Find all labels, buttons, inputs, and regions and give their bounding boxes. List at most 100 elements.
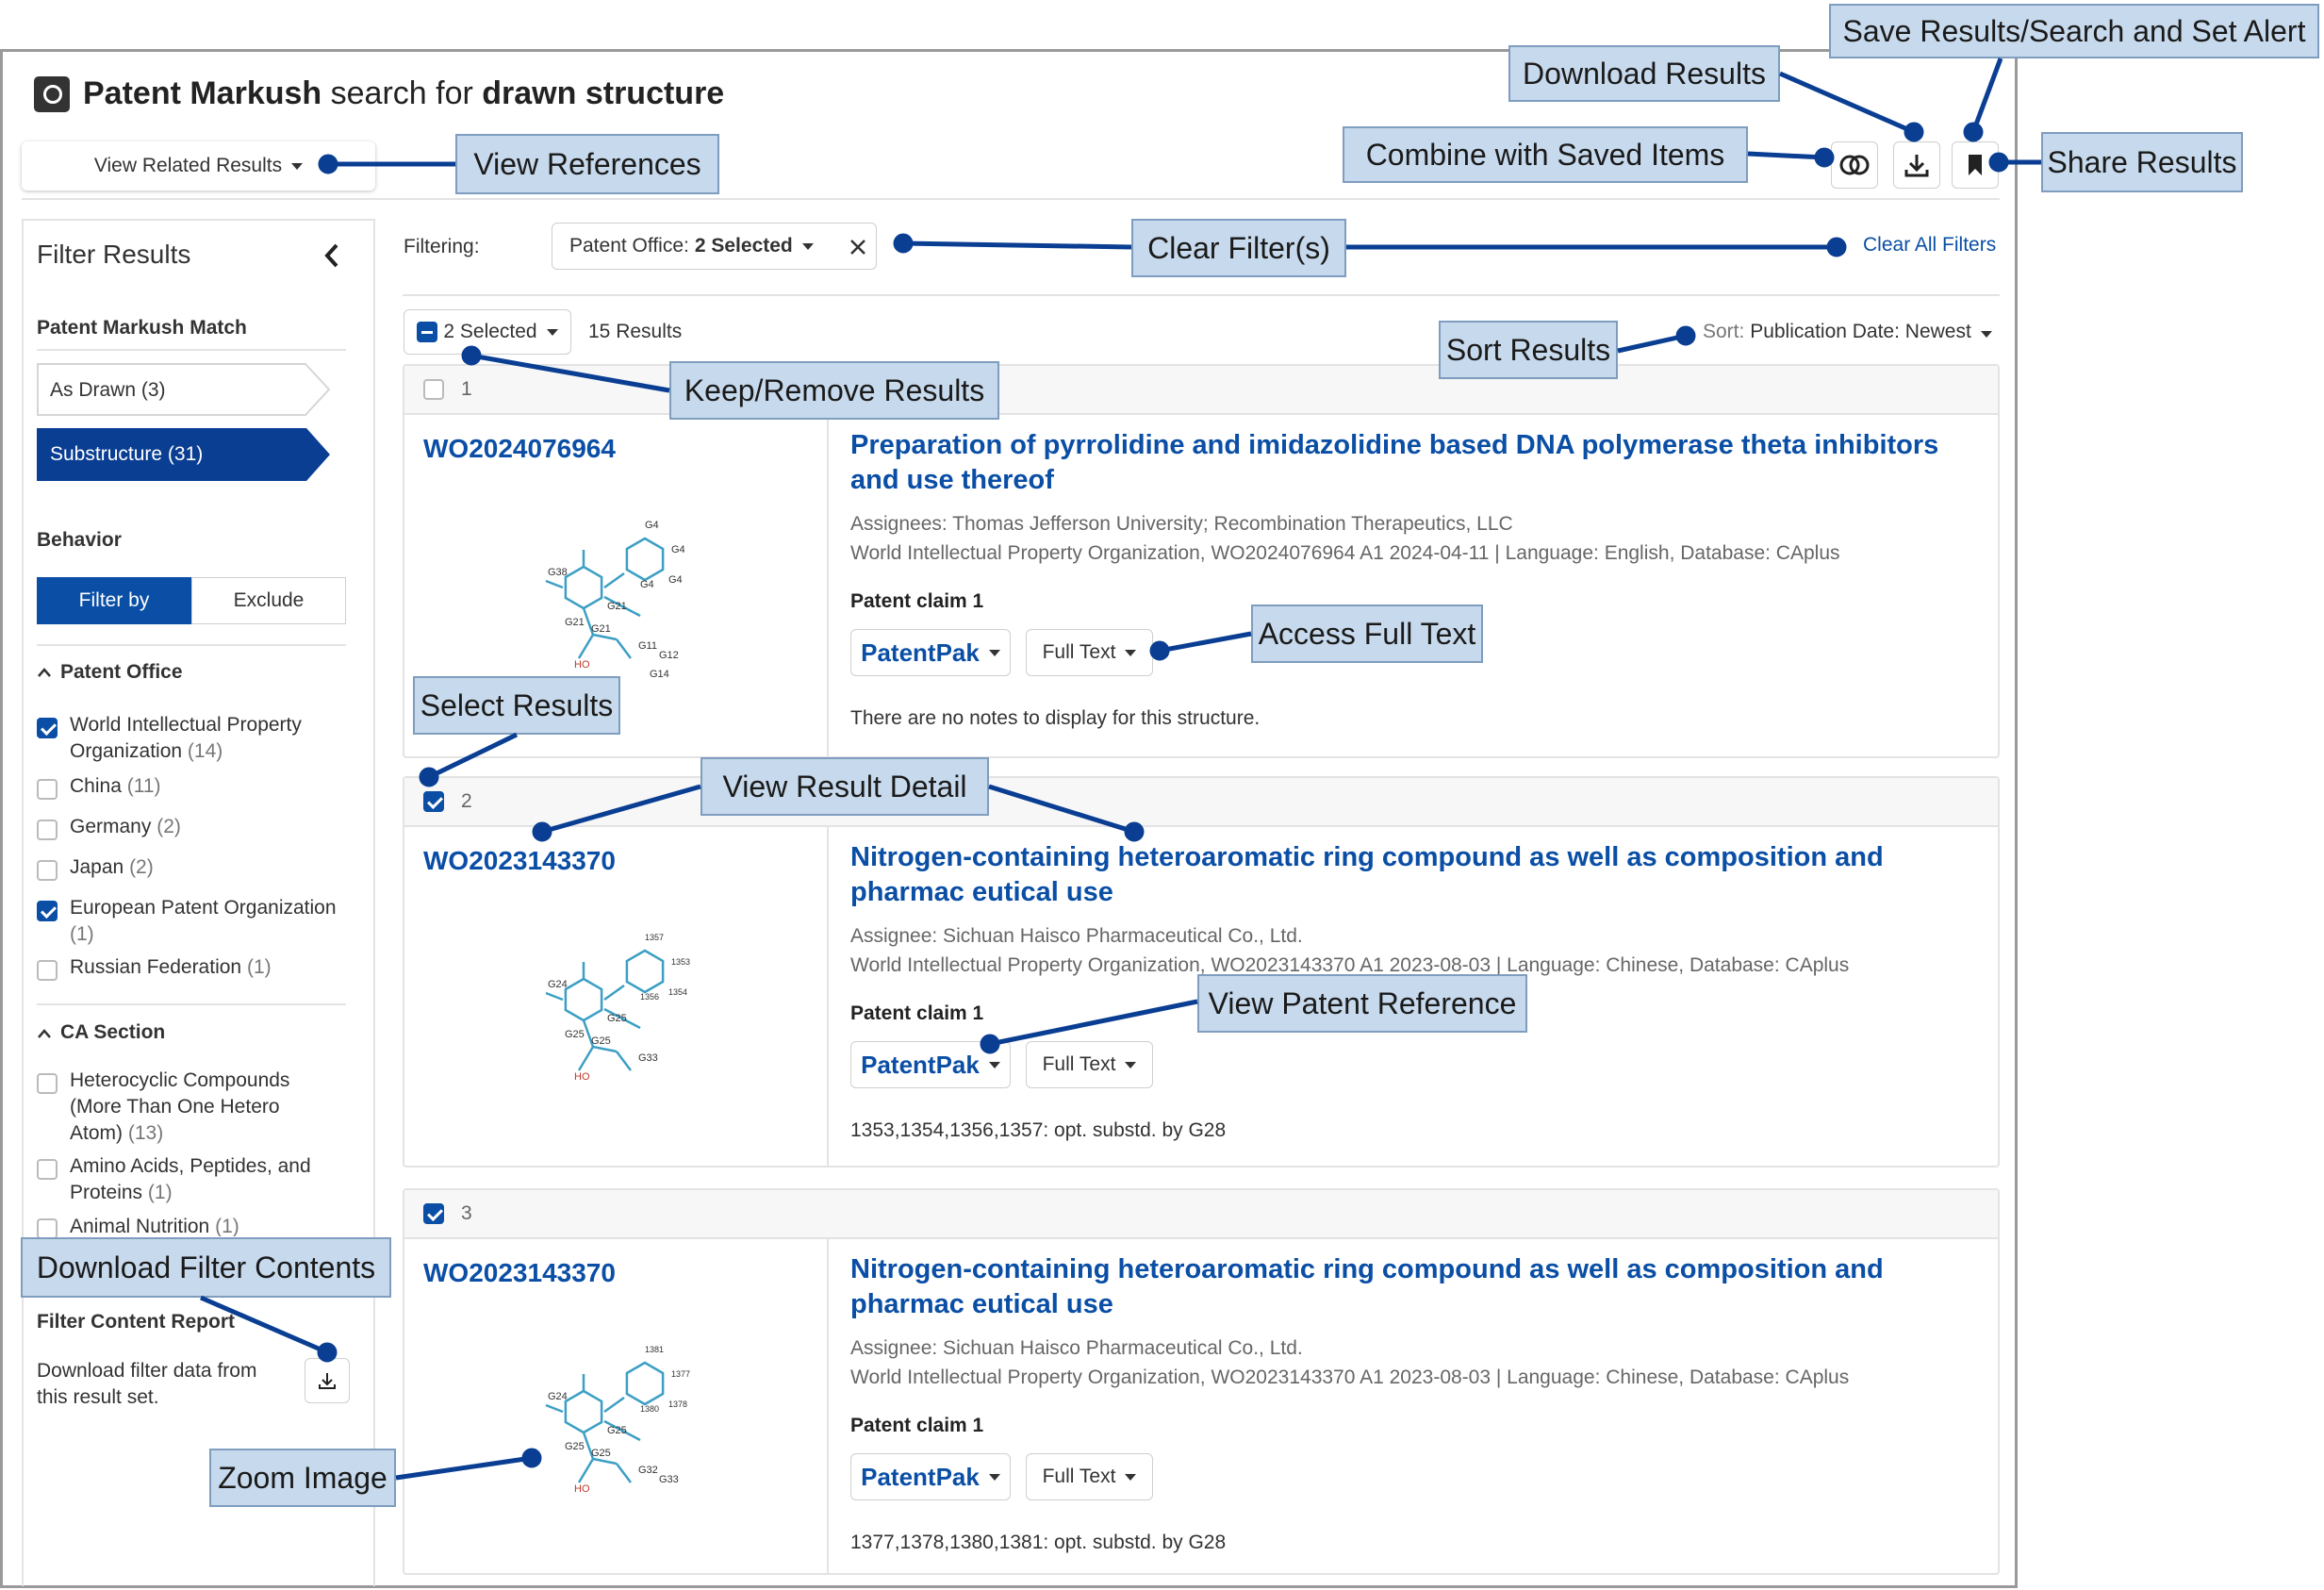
partial-check-icon	[417, 322, 438, 342]
sidebar-title: Filter Results	[37, 240, 191, 269]
result-checkbox[interactable]	[423, 791, 444, 812]
view-related-results-button[interactable]: View Related Results	[22, 141, 375, 190]
chevron-up-icon[interactable]	[37, 1028, 52, 1039]
download-icon	[319, 1373, 336, 1389]
as-drawn-chip[interactable]	[37, 363, 331, 416]
patentpak-label: PatentPak	[861, 638, 980, 667]
atom-label: HO	[574, 1071, 590, 1083]
patent-claim-link[interactable]: Patent claim 1	[850, 1002, 984, 1024]
atom-label: G24	[548, 979, 568, 990]
close-icon[interactable]	[849, 238, 867, 257]
callout-detail: View Result Detail	[700, 757, 989, 816]
exclude-toggle[interactable]: Exclude	[191, 577, 346, 624]
result-title-link[interactable]: Preparation of pyrrolidine and imidazoli…	[850, 430, 1939, 495]
full-text-label: Full Text	[1042, 641, 1116, 663]
callout-sort: Sort Results	[1439, 321, 1618, 379]
atom-label: HO	[574, 659, 590, 671]
office-checkbox-4[interactable]	[37, 860, 58, 881]
result-card-header	[404, 778, 1998, 827]
substructure-chip[interactable]	[37, 428, 331, 481]
atom-label: G4	[668, 574, 683, 586]
result-detail-link[interactable]: WO2023143370	[423, 1258, 616, 1287]
divider	[37, 349, 346, 351]
office-checkbox-3[interactable]	[37, 820, 58, 840]
callout-download-filter: Download Filter Contents	[21, 1237, 391, 1298]
sort-dropdown[interactable]: Sort: Publication Date: Newest	[1703, 321, 1992, 343]
atom-label: G33	[638, 1052, 658, 1064]
chevron-down-icon	[988, 649, 1000, 656]
result-checkbox[interactable]	[423, 379, 444, 400]
result-index: 1	[461, 378, 472, 400]
ca-label-3: Animal Nutrition (1)	[70, 1216, 239, 1236]
atom-label: G11	[638, 640, 657, 652]
atom-label: G21	[591, 623, 611, 635]
result-title-link[interactable]: Nitrogen-containing heteroaromatic ring …	[850, 842, 1884, 907]
result-detail-link[interactable]: WO2024076964	[423, 434, 616, 463]
divider	[37, 644, 346, 646]
office-label-3: Germany (2)	[70, 816, 181, 837]
card-divider	[827, 413, 829, 756]
callout-keep-remove: Keep/Remove Results	[669, 361, 999, 420]
office-checkbox-2[interactable]	[37, 779, 58, 800]
sidebar-border	[373, 219, 375, 1586]
callout-share: Share Results	[2041, 132, 2243, 192]
atom-label: 1353	[671, 957, 690, 967]
office-label-4: Japan (2)	[70, 856, 154, 878]
selection-dropdown[interactable]: 2 Selected	[404, 309, 571, 355]
result-assignee: Assignee: Sichuan Haisco Pharmaceutical …	[850, 925, 1303, 947]
ca-checkbox-1[interactable]	[37, 1073, 58, 1094]
chip-value: 2 Selected	[694, 235, 793, 257]
result-card-header	[404, 1190, 1998, 1239]
divider	[22, 198, 2000, 200]
office-checkbox-5[interactable]	[37, 901, 58, 921]
sidebar-left-border	[22, 219, 24, 1586]
patent-claim-link[interactable]: Patent claim 1	[850, 590, 984, 612]
chevron-down-icon	[1125, 1473, 1137, 1481]
result-title-link[interactable]: Nitrogen-containing heteroaromatic ring …	[850, 1254, 1884, 1319]
view-related-label: View Related Results	[93, 155, 283, 176]
filter-by-toggle[interactable]: Filter by	[37, 577, 191, 624]
atom-label: G25	[565, 1441, 585, 1452]
patentpak-button[interactable]: PatentPak	[850, 629, 1011, 676]
filter-report-text: Download filter data from this result se…	[37, 1360, 257, 1408]
atom-label: G21	[565, 617, 585, 628]
full-text-button[interactable]: Full Text	[1026, 1041, 1153, 1088]
office-label-5: European Patent Organization (1)	[70, 897, 337, 945]
result-note: 1377,1378,1380,1381: opt. substd. by G28	[850, 1532, 1227, 1553]
result-detail-link[interactable]: WO2023143370	[423, 846, 616, 875]
clear-all-filters-link[interactable]: Clear All Filters	[1863, 234, 1997, 256]
ca-checkbox-2[interactable]	[37, 1159, 58, 1180]
substructure-label: Substructure (31)	[50, 443, 204, 465]
patent-office-filter-chip[interactable]: Patent Office: 2 Selected	[552, 223, 877, 270]
chevron-down-icon	[1125, 1061, 1137, 1068]
callout-access-full-text: Access Full Text	[1251, 605, 1483, 663]
full-text-button[interactable]: Full Text	[1026, 629, 1153, 676]
full-text-button[interactable]: Full Text	[1026, 1453, 1153, 1500]
patentpak-button[interactable]: PatentPak	[850, 1453, 1011, 1500]
results-count: 15 Results	[588, 321, 683, 342]
card-divider	[827, 1237, 829, 1573]
office-checkbox-6[interactable]	[37, 960, 58, 981]
combine-button[interactable]	[1831, 141, 1878, 189]
page-title: Patent Markush search for drawn structur…	[34, 75, 724, 112]
office-label-6: Russian Federation (1)	[70, 956, 272, 978]
patent-claim-link[interactable]: Patent claim 1	[850, 1415, 984, 1436]
atom-label: 1357	[645, 933, 664, 942]
result-publication: World Intellectual Property Organization…	[850, 1366, 1850, 1388]
result-note: There are no notes to display for this s…	[850, 707, 1261, 729]
atom-label: G4	[645, 520, 659, 531]
result-publication: World Intellectual Property Organization…	[850, 954, 1850, 976]
result-index: 3	[461, 1202, 472, 1224]
chevron-up-icon[interactable]	[37, 667, 52, 678]
result-checkbox[interactable]	[423, 1203, 444, 1224]
download-results-button[interactable]	[1893, 141, 1940, 189]
office-checkbox-1[interactable]	[37, 718, 58, 738]
atom-label: G4	[671, 544, 685, 555]
collapse-chevron-icon[interactable]	[321, 241, 343, 270]
chevron-down-icon	[1980, 331, 1992, 338]
atom-label: G12	[659, 650, 679, 661]
chevron-down-icon	[988, 1473, 1000, 1481]
